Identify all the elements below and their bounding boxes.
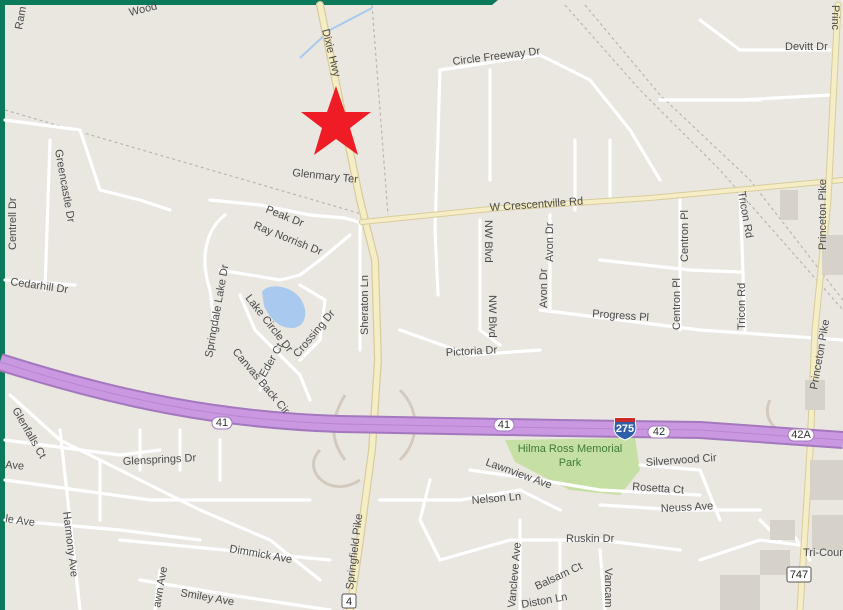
building-blocks: [720, 190, 843, 610]
label-tricon-rd-2: Tricon Rd: [736, 283, 748, 330]
label-centron-pl-2: Centron Pl: [671, 278, 683, 330]
label-progress-pl: Progress Pl: [592, 308, 650, 324]
label-nw-blvd-2: NW Blvd: [486, 295, 498, 338]
park-label: Hilma Ross Memorial Park: [518, 443, 623, 469]
svg-text:41: 41: [216, 417, 228, 429]
label-tri-coun: Tri-Coun: [803, 547, 843, 559]
svg-text:4: 4: [346, 596, 352, 608]
label-vancleve-ave: Vancleve Ave: [506, 542, 524, 608]
svg-text:747: 747: [790, 569, 808, 581]
svg-text:42: 42: [653, 426, 665, 438]
exit-shield-42: 42: [647, 425, 671, 439]
label-ave-left: Ave: [5, 459, 25, 473]
label-silverwood-cir: Silverwood Cir: [645, 452, 717, 469]
label-avon-dr-2: Avon Dr: [544, 222, 556, 262]
label-sheraton-ln: Sheraton Ln: [359, 275, 371, 335]
label-neuss-ave: Neuss Ave: [661, 500, 714, 515]
label-ram: Ram: [13, 6, 29, 31]
label-avon-dr-1: Avon Dr: [538, 268, 550, 308]
land-area: [5, 0, 843, 610]
label-princeton-pike-upper: Princeton Pike: [817, 179, 829, 250]
exit-shield-41-mid: 41: [493, 418, 515, 432]
park-label-line1: Hilma Ross Memorial: [518, 443, 623, 455]
label-nelson-ln: Nelson Ln: [471, 491, 521, 507]
svg-text:275: 275: [616, 423, 634, 435]
svg-text:41: 41: [498, 419, 510, 431]
exit-shield-41-left: 41: [211, 416, 233, 430]
route-shield-4: 4: [341, 593, 357, 609]
star-marker-icon[interactable]: [301, 86, 371, 155]
route-shield-747: 747: [786, 566, 812, 583]
svg-text:42A: 42A: [791, 429, 811, 441]
park-area: [505, 438, 640, 495]
label-pictoria-dr: Pictoria Dr: [446, 344, 498, 359]
label-rosetta-ct: Rosetta Ct: [632, 481, 685, 497]
label-le-ave: le Ave: [5, 513, 36, 529]
label-princeton-top: Princ: [829, 5, 841, 31]
label-centrell-dr: Centrell Dr: [7, 197, 19, 250]
lake-water: [262, 286, 306, 328]
interstate-highway: [0, 353, 843, 449]
label-centron-pl-1: Centron Pl: [679, 210, 691, 262]
park-label-line2: Park: [559, 457, 582, 469]
label-nw-blvd-1: NW Blvd: [482, 220, 494, 263]
major-roads: [316, 1, 843, 610]
river-water: [299, 7, 373, 59]
label-vancam: Vancam: [602, 568, 614, 608]
interstate-shield-275: 275: [613, 417, 637, 441]
exit-shield-42a: 42A: [787, 428, 815, 442]
label-devitt-dr: Devitt Dr: [785, 41, 828, 53]
label-glensprings-dr: Glensprings Dr: [123, 452, 197, 468]
label-ruskin-dr: Ruskin Dr: [566, 533, 615, 545]
minor-roads: [3, 18, 843, 610]
